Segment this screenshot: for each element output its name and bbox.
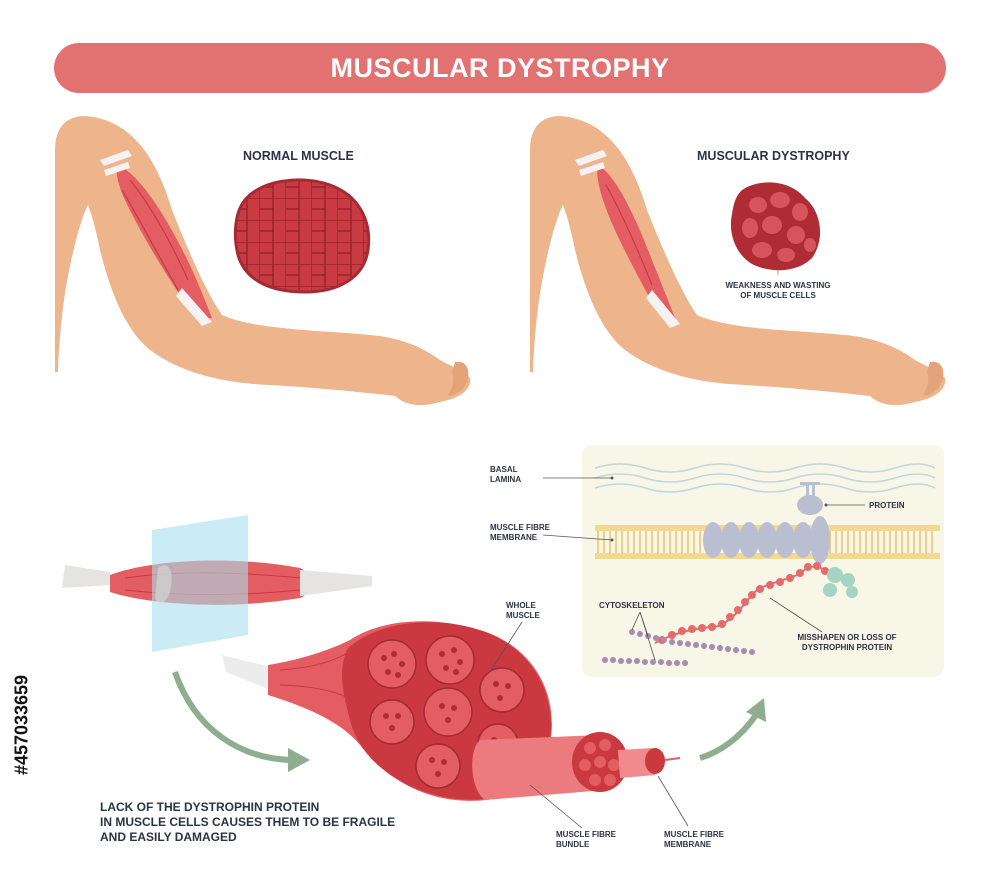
weakness-label: WEAKNESS AND WASTING OF MUSCLE CELLS: [720, 281, 836, 301]
muscular-dystrophy-label: MUSCULAR DYSTROPHY: [697, 149, 850, 163]
basal-lamina-label: BASAL LAMINA: [490, 465, 521, 485]
molecular-panel: [542, 445, 944, 677]
basal-label-line1: BASAL: [490, 465, 518, 474]
stock-id-text: #457033659: [11, 674, 32, 776]
normal-arm: [55, 116, 471, 406]
description-line2: IN MUSCLE CELLS CAUSES THEM TO BE FRAGIL…: [100, 815, 396, 829]
membrane-label-line1: MUSCLE FIBRE: [490, 523, 550, 532]
misshapen-label-line1: MISSHAPEN OR LOSS OF: [797, 633, 897, 642]
description-line3: AND EASILY DAMAGED: [100, 830, 237, 844]
whole-label-line2: MUSCLE: [506, 611, 540, 620]
cytoskeleton-label: CYTOSKELETON: [599, 601, 665, 610]
membrane-label-line2: MEMBRANE: [490, 533, 538, 542]
title-banner: MUSCULAR DYSTROPHY: [54, 43, 946, 93]
misshapen-label-line2: DYSTROPHIN PROTEIN: [801, 643, 893, 652]
misshapen-dystrophin-label: MISSHAPEN OR LOSS OF DYSTROPHIN PROTEIN: [791, 633, 903, 653]
whole-muscle-label: WHOLE MUSCLE: [506, 601, 540, 621]
protein-label: PROTEIN: [869, 501, 905, 510]
dystrophy-muscle-cross-section: [730, 182, 821, 271]
whole-muscle-illustration: [222, 621, 689, 829]
basal-label-line2: LAMINA: [490, 475, 522, 484]
bundle-label-line1: MUSCLE FIBRE: [556, 830, 616, 839]
normal-muscle-label: NORMAL MUSCLE: [243, 149, 354, 163]
whole-label-line1: WHOLE: [506, 601, 536, 610]
flow-arrow-left: [172, 671, 310, 772]
description-line1: LACK OF THE DYSTROPHIN PROTEIN: [100, 800, 320, 814]
weakness-label-line1: WEAKNESS AND WASTING: [725, 281, 831, 290]
flow-arrow-right: [699, 698, 766, 761]
fibre-membrane-label-line1: MUSCLE FIBRE: [664, 830, 724, 839]
page-title: MUSCULAR DYSTROPHY: [330, 52, 670, 83]
fibre-membrane-bottom-label: MUSCLE FIBRE MEMBRANE: [664, 830, 724, 850]
weakness-label-line2: OF MUSCLE CELLS: [740, 291, 816, 300]
dystrophy-arm: [530, 116, 946, 406]
muscle-fibre-bundle-label: MUSCLE FIBRE BUNDLE: [556, 830, 616, 850]
stock-id-vertical: #457033659: [2, 650, 42, 800]
small-muscle-illustration: [62, 515, 372, 652]
fibre-membrane-label-line2: MEMBRANE: [664, 840, 712, 849]
normal-muscle-cross-section: [233, 178, 371, 294]
dystrophin-description: LACK OF THE DYSTROPHIN PROTEIN IN MUSCLE…: [100, 800, 395, 845]
muscle-fibre-membrane-label: MUSCLE FIBRE MEMBRANE: [490, 523, 550, 543]
bundle-label-line2: BUNDLE: [556, 840, 590, 849]
